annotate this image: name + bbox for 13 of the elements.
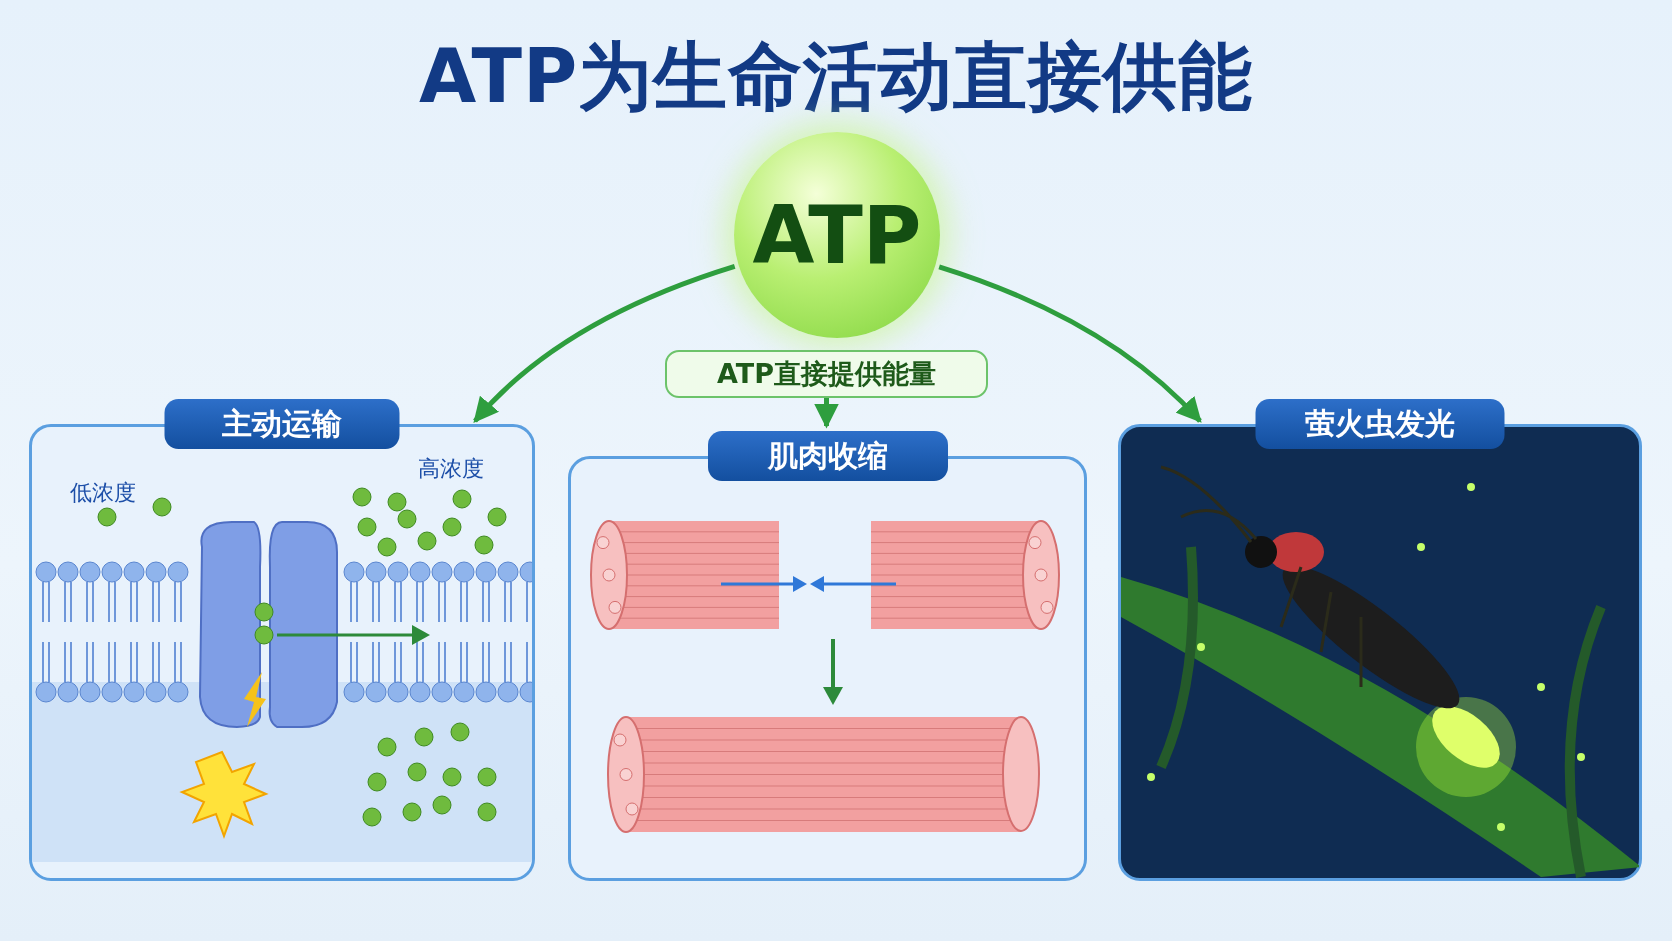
panel-heading: 萤火虫发光 — [1255, 399, 1505, 449]
label-box — [665, 350, 988, 398]
title: ATP为生命活动直接供能 — [417, 32, 1255, 121]
panel-heading: 主动运输 — [164, 399, 400, 449]
concentration-label: 高浓度 — [418, 455, 484, 483]
arrow — [814, 398, 839, 429]
arrow — [938, 264, 1202, 423]
concentration-label: 低浓度 — [70, 479, 136, 507]
arrow — [473, 264, 736, 423]
atp-circle — [734, 132, 940, 338]
panel-heading: 肌肉收缩 — [707, 431, 948, 481]
node-label: ATP直接提供能量 — [717, 357, 936, 391]
node-label: ATP — [752, 188, 922, 282]
